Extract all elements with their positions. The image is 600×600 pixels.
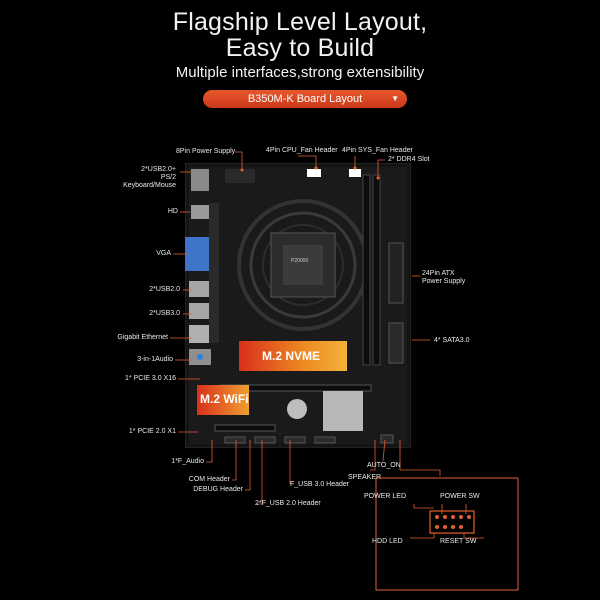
subtitle: Multiple interfaces,strong extensibility [175, 64, 425, 81]
label-f-audio: 1*F_Audio [171, 458, 204, 465]
label-pcie-x16: 1* PCIE 3.0 X16 [125, 375, 176, 382]
label-8pin-power: 8Pin Power Supply [176, 148, 236, 155]
m2-wifi-slot: M.2 WiFi [200, 392, 249, 406]
label-usb2-ps2-line1: 2*USB2.0+ [141, 166, 176, 173]
title-line-1: Flagship Level Layout, [172, 8, 428, 36]
label-ddr4: 2* DDR4 Slot [388, 156, 430, 163]
m2-nvme-slot: M.2 NVME [262, 349, 321, 363]
label-atx-line1: 24Pin ATX [422, 270, 455, 277]
label-power-led: POWER LED [364, 493, 407, 500]
dropdown-arrow-icon: ▼ [391, 94, 399, 103]
label-auto-on: AUTO_ON [367, 462, 401, 469]
label-reset-sw: RESET SW [440, 538, 477, 545]
label-pcie-x1: 1* PCIE 2.0 X1 [128, 428, 176, 435]
label-audio: 3-in-1Audio [137, 356, 173, 363]
title-line-2: Easy to Build [225, 34, 375, 62]
label-usb2: 2*USB2.0 [149, 286, 180, 293]
front-panel-header-diagram: POWER LED POWER SW HDD LED RESET SW [364, 476, 600, 592]
label-usb2-ps2-line2: PS/2 [160, 174, 176, 181]
front-panel-diagram-svg [375, 477, 519, 591]
label-24pin-atx: 24Pin ATX Power Supply [422, 270, 465, 286]
label-sata: 4* SATA3.0 [434, 337, 470, 344]
label-f-usb2: 2*F_USB 2.0 Header [255, 500, 321, 507]
label-usb3: 2*USB3.0 [149, 310, 180, 317]
label-hd: HD [167, 208, 178, 215]
label-ethernet: Gigabit Ethernet [117, 334, 168, 341]
label-atx-line2: Power Supply [422, 278, 466, 285]
label-hdd-led: HDD LED [372, 538, 403, 545]
motherboard-image [185, 163, 411, 448]
label-power-sw: POWER SW [440, 493, 480, 500]
socket-label: P20000 [291, 258, 309, 264]
label-sys-fan: 4Pin SYS_Fan Header [342, 147, 413, 154]
label-f-usb3: F_USB 3.0 Header [290, 481, 350, 488]
label-com: COM Header [188, 476, 230, 483]
board-layout-label: B350M-K Board Layout [247, 93, 363, 105]
label-speaker: SPEAKER [348, 474, 382, 481]
board-layout-dropdown[interactable]: B350M-K Board Layout ▼ [203, 90, 407, 108]
label-debug: DEBUG Header [193, 486, 243, 493]
label-cpu-fan: 4Pin CPU_Fan Header [266, 147, 338, 154]
label-vga: VGA [156, 250, 171, 257]
label-usb2-ps2-line3: Keyboard/Mouse [123, 182, 176, 189]
label-usb2-ps2: 2*USB2.0+ PS/2 Keyboard/Mouse [110, 166, 176, 190]
